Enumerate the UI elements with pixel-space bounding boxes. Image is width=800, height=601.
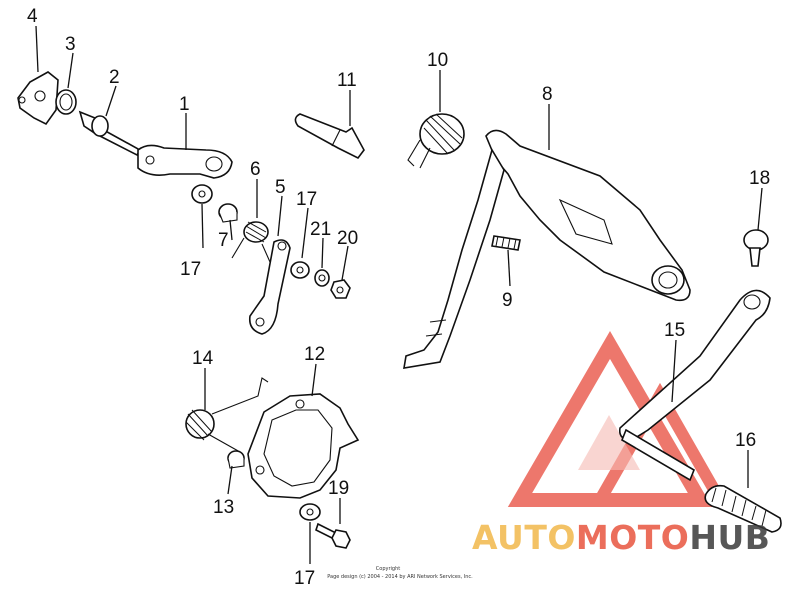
callout-4: 4 — [27, 6, 38, 27]
callout-17-upper: 17 — [180, 259, 201, 280]
part-9-spring — [491, 235, 521, 251]
callout-15: 15 — [664, 320, 685, 341]
callout-12: 12 — [304, 344, 325, 365]
copyright-line-2: Page design (c) 2004 - 2014 by ARI Netwo… — [327, 574, 473, 580]
part-12-plate — [247, 393, 360, 499]
part-18-bolt — [743, 229, 769, 267]
watermark-auto: AUTO — [472, 518, 576, 557]
part-20-nut — [330, 279, 351, 299]
part-15-pedal-arm — [618, 289, 771, 482]
callout-14: 14 — [192, 348, 214, 369]
watermark-moto: MOTO — [576, 518, 689, 557]
watermark-triangle-right — [589, 382, 731, 506]
callout-13: 13 — [213, 497, 234, 518]
callout-17-lower: 17 — [294, 568, 315, 589]
part-19-bolt — [315, 522, 351, 549]
callout-labels: 4 3 2 1 11 10 8 6 5 17 21 20 7 17 18 9 1… — [27, 6, 770, 589]
svg-text:AUTOMOTOHUB: AUTOMOTOHUB — [472, 518, 770, 557]
part-14-spring — [185, 377, 269, 453]
callout-19: 19 — [328, 478, 349, 499]
callout-20: 20 — [337, 228, 358, 249]
copyright-notice: Copyright Page design (c) 2004 - 2014 by… — [327, 566, 473, 580]
part-17-washer-lower — [299, 503, 321, 521]
callout-1: 1 — [179, 94, 190, 115]
callout-21: 21 — [310, 219, 331, 240]
part-8-stand — [403, 129, 691, 369]
callout-7: 7 — [218, 230, 229, 251]
callout-10: 10 — [427, 50, 448, 71]
leader-lines — [35, 25, 763, 564]
callout-8: 8 — [542, 84, 553, 105]
part-21-washer — [314, 269, 330, 287]
part-3-oring — [55, 89, 77, 115]
part-5-lever — [248, 239, 291, 335]
watermark-text: AUTOMOTOHUB — [472, 518, 770, 557]
part-4-bracket — [17, 71, 59, 126]
watermark-triangle-inner — [578, 415, 640, 470]
copyright-line-1: Copyright — [376, 566, 400, 572]
part-11-pin — [294, 113, 365, 160]
part-17-washer-mid — [290, 261, 310, 279]
part-17-washer-upper — [191, 184, 213, 204]
part-2-shaft — [78, 110, 142, 157]
callout-2: 2 — [109, 67, 120, 88]
callout-18: 18 — [749, 168, 770, 189]
watermark-hub: HUB — [689, 518, 770, 557]
part-6-spring — [231, 221, 271, 263]
part-7-collar — [218, 203, 238, 223]
callout-6: 6 — [250, 159, 261, 180]
callout-16: 16 — [735, 430, 756, 451]
callout-5: 5 — [275, 177, 286, 198]
callout-17-mid: 17 — [296, 189, 317, 210]
part-1-arm — [137, 144, 233, 179]
callout-11: 11 — [337, 70, 357, 91]
part-16-pedal-rubber — [704, 484, 782, 533]
callout-3: 3 — [65, 34, 76, 55]
part-10-spring — [407, 113, 465, 169]
part-13-collar — [227, 450, 245, 469]
callout-9: 9 — [502, 290, 513, 311]
